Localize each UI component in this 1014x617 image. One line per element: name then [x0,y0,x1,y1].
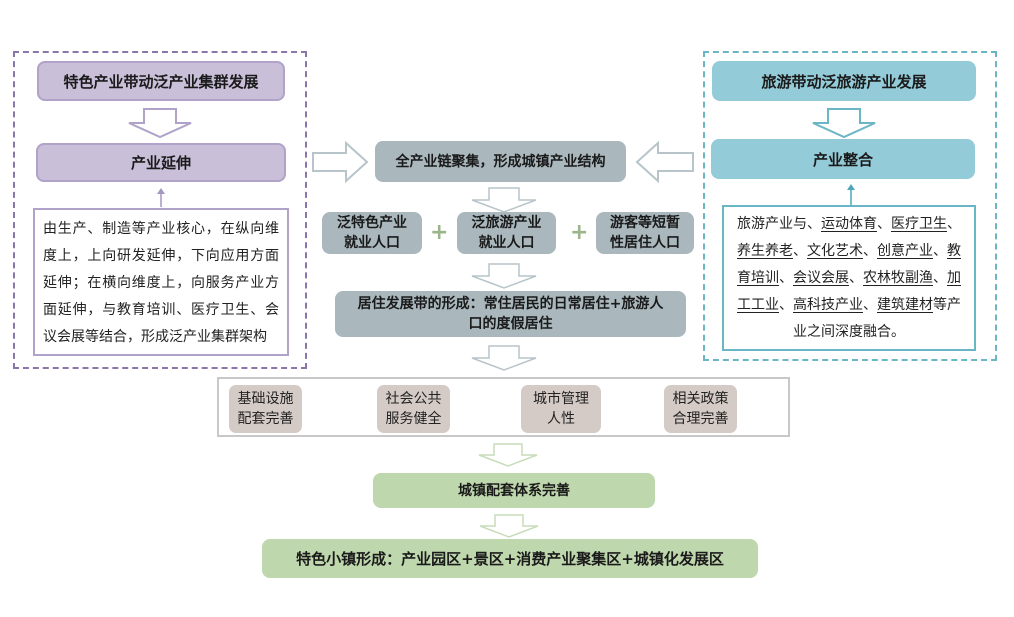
industry-item: 医疗卫生 [891,216,947,232]
right-description-intro: 旅游产业与、 [737,216,821,232]
population-box-1: 泛特色产业 就业人口 [322,212,422,254]
population-box-3: 游客等短暂 性居住人口 [596,212,694,254]
separator: 、 [877,216,891,232]
industry-item: 养生养老 [737,243,793,259]
separator: 、 [933,270,947,286]
left-title: 特色产业带动泛产业集群发展 [63,72,259,91]
center-down-arrow-1 [471,187,537,213]
center-down-arrow-3 [471,345,537,371]
support-item-3: 城市管理 人性 [521,385,601,433]
final-text: 特色小镇形成：产业园区+景区+消费产业聚集区+城镇化发展区 [296,550,724,568]
left-right-arrow [312,140,369,184]
left-subtitle: 产业延伸 [130,154,191,172]
population-2-line2: 就业人口 [478,235,535,251]
industry-item: 文化艺术 [807,243,863,259]
system-box: 城镇配套体系完善 [373,473,655,508]
industry-item: 高科技产业 [793,297,863,313]
right-panel [703,51,997,361]
right-left-arrow [635,140,694,184]
green-down-arrow-1 [478,443,538,467]
population-3-line1: 游客等短暂 [610,215,680,231]
separator: 、 [863,297,877,313]
separator: 、 [947,216,961,232]
population-box-2: 泛旅游产业 就业人口 [457,212,556,254]
industry-item: 建筑建材 [877,297,933,313]
support-item-1: 基础设施 配套完善 [229,385,302,433]
system-text: 城镇配套体系完善 [458,482,570,499]
industry-item: 教育培训 [737,243,961,286]
green-down-arrow-2 [479,514,539,538]
final-box: 特色小镇形成：产业园区+景区+消费产业聚集区+城镇化发展区 [262,539,758,578]
left-description-box: 由生产、制造等产业核心，在纵向维度上，上向研发延伸，下向应用方面延伸；在横向维度… [33,208,289,356]
right-up-arrow-icon [847,184,855,205]
separator: 、 [793,243,807,259]
separator: 、 [849,270,863,286]
chain-box: 全产业链聚集，形成城镇产业结构 [375,141,626,182]
right-down-arrow-1 [812,108,876,139]
left-down-arrow-1 [128,108,192,139]
population-2-line1: 泛旅游产业 [471,215,542,231]
support-3-line2: 人性 [547,411,575,427]
left-up-arrow-icon [157,188,165,207]
left-description: 由生产、制造等产业核心，在纵向维度上，上向研发延伸，下向应用方面延伸；在横向维度… [43,221,279,345]
support-item-4: 相关政策 合理完善 [664,385,737,433]
population-3-line2: 性居住人口 [610,235,680,251]
support-4-line2: 合理完善 [672,411,729,427]
industry-item: 加工工业 [737,270,961,313]
residence-line2: 口的度假居住 [468,316,553,332]
center-down-arrow-2 [471,263,537,289]
plus-icon-2: + [570,220,589,245]
separator: 、 [863,243,877,259]
residence-box: 居住发展带的形成：常住居民的日常居住+旅游人 口的度假居住 [335,291,686,337]
separator: 、 [779,270,793,286]
industry-item: 会议会展 [793,270,849,286]
support-3-line1: 城市管理 [533,391,589,407]
chain-text: 全产业链聚集，形成城镇产业结构 [395,153,606,170]
industry-item: 创意产业 [877,243,933,259]
residence-line1: 居住发展带的形成：常住居民的日常居住+旅游人 [357,296,664,312]
support-item-2: 社会公共 服务健全 [377,385,450,433]
population-1-line1: 泛特色产业 [337,215,407,231]
separator: 、 [779,297,793,313]
support-1-line2: 配套完善 [237,411,294,427]
left-title-box: 特色产业带动泛产业集群发展 [37,61,285,101]
right-title-box: 旅游带动泛旅游产业发展 [712,61,976,101]
industry-item: 农林牧副渔 [863,270,933,286]
right-subtitle: 产业整合 [812,150,873,169]
right-description-outro: 等产业之间深度融合。 [793,297,961,340]
population-1-line2: 就业人口 [344,235,400,251]
right-subtitle-box: 产业整合 [711,139,975,179]
industry-item: 运动体育 [821,216,877,232]
plus-icon-1: + [430,220,449,245]
support-4-line1: 相关政策 [672,391,729,407]
left-subtitle-box: 产业延伸 [36,143,286,182]
left-panel [13,51,307,369]
support-2-line2: 服务健全 [385,411,442,427]
separator: 、 [933,243,947,259]
right-description: 旅游产业与、运动体育、医疗卫生、养生养老、文化艺术、创意产业、教育培训、会议会展… [737,216,961,340]
support-2-line1: 社会公共 [385,391,442,407]
right-title: 旅游带动泛旅游产业发展 [761,72,927,91]
support-1-line1: 基础设施 [237,391,294,407]
right-description-box: 旅游产业与、运动体育、医疗卫生、养生养老、文化艺术、创意产业、教育培训、会议会展… [722,205,976,351]
